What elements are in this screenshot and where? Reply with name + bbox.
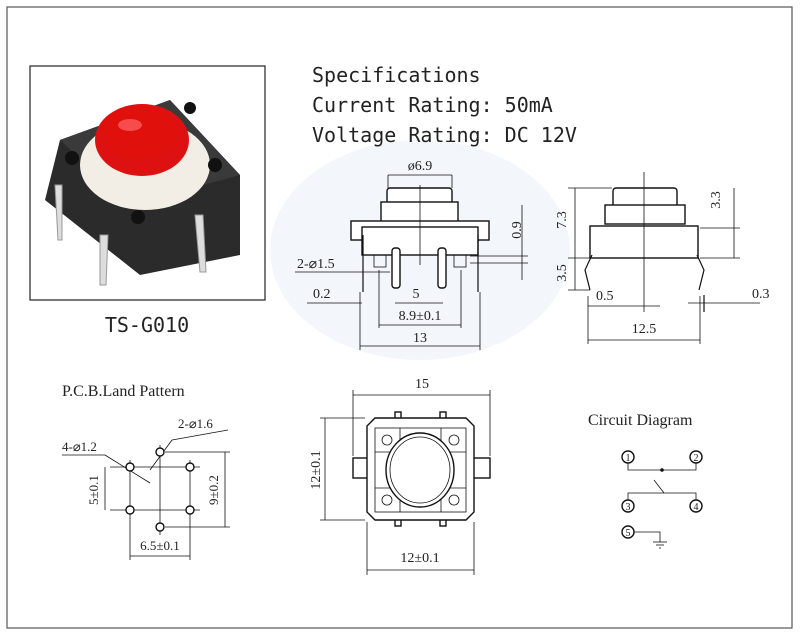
dim-top-height: 12±0.1 <box>309 450 324 489</box>
top-view <box>320 390 491 575</box>
dim-width-inner: 8.9±0.1 <box>399 309 442 324</box>
dim-overall: 15 <box>415 377 429 392</box>
dim-large-holes: 2-⌀1.6 <box>178 416 213 431</box>
product-photo <box>29 65 266 301</box>
dim-cap: 3.3 <box>709 191 724 209</box>
spec-voltage: Voltage Rating: DC 12V <box>312 123 577 147</box>
dim-pcb-horiz: 6.5±0.1 <box>140 538 180 553</box>
dim-offset: 0.2 <box>313 287 331 302</box>
dim-top-width: 12±0.1 <box>400 551 439 566</box>
pin-5: 5 <box>626 528 631 539</box>
front-view <box>295 174 528 350</box>
dim-pitch: 5 <box>413 287 420 302</box>
dim-flange: 0.9 <box>510 221 525 239</box>
red-cap <box>102 107 178 159</box>
frame <box>6 6 793 629</box>
side-view <box>568 172 760 344</box>
dim-thick: 0.3 <box>752 287 770 302</box>
model-label: TS-G010 <box>105 313 189 337</box>
dim-pcb-vert-outer: 9±0.2 <box>206 475 221 505</box>
circuit-title: Circuit Diagram <box>588 412 693 429</box>
dim-pcb-vert: 5±0.1 <box>86 475 101 505</box>
dim-side-width: 12.5 <box>632 322 657 337</box>
dim-width: 13 <box>413 331 427 346</box>
circuit-diagram <box>621 450 703 549</box>
spec-title: Specifications <box>312 63 481 87</box>
spec-current: Current Rating: 50mA <box>312 93 553 117</box>
dim-cap-dia: ø6.9 <box>408 159 433 174</box>
dim-pin: 3.5 <box>555 264 570 282</box>
dim-height: 7.3 <box>555 211 570 229</box>
dim-pin-w: 0.5 <box>596 289 614 304</box>
dim-holes: 2-⌀1.5 <box>297 257 335 272</box>
dim-small-holes: 4-⌀1.2 <box>62 439 97 454</box>
pin-4: 4 <box>694 502 699 513</box>
pin-1: 1 <box>626 453 631 464</box>
pin-2: 2 <box>694 453 699 464</box>
pin-3: 3 <box>626 502 631 513</box>
pcb-pattern <box>62 429 230 560</box>
pcb-title: P.C.B.Land Pattern <box>62 383 185 400</box>
